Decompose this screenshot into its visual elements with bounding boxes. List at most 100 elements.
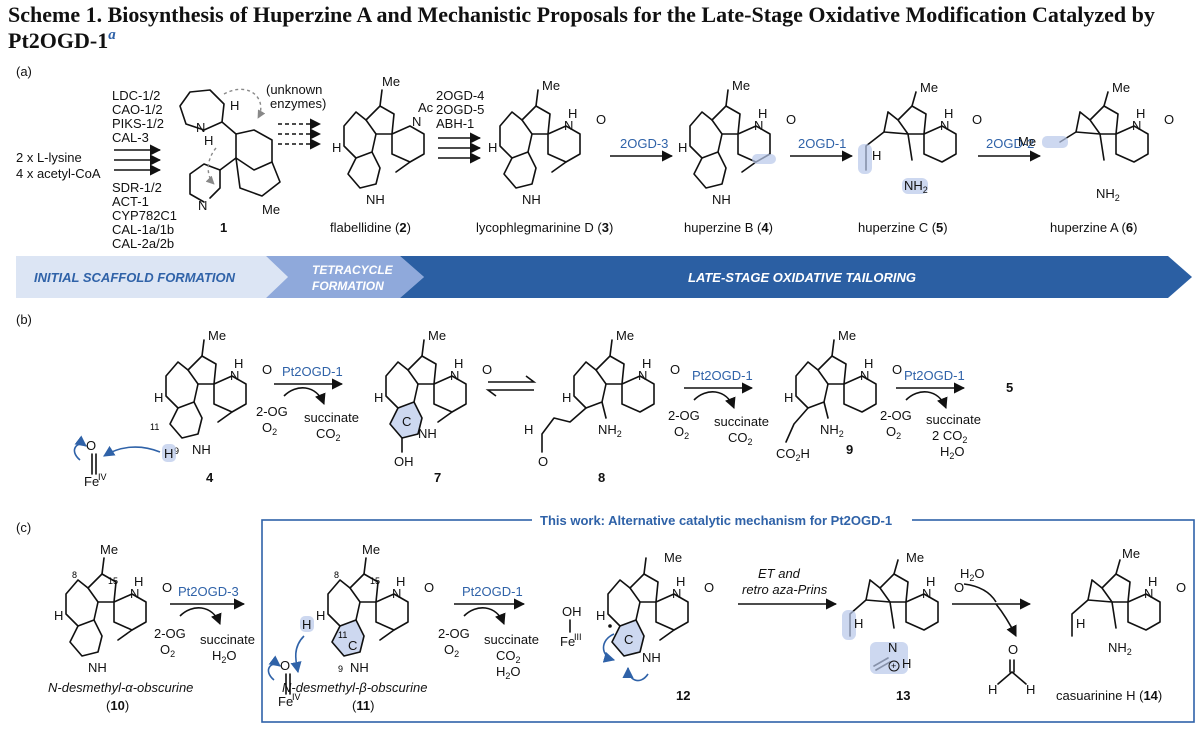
iron-oxidation: IV	[98, 472, 107, 482]
svg-text:2 CO2: 2 CO2	[932, 428, 967, 445]
methyl-label: Me	[732, 78, 750, 93]
positive-charge: +	[891, 661, 896, 671]
et-step-line2: retro aza-Prins	[742, 582, 828, 597]
atom-h: H	[374, 390, 383, 405]
structure-10: H NH H N O Me 8 15	[54, 542, 172, 675]
amine-label: NH2	[598, 422, 622, 439]
atom-o: O	[482, 362, 492, 377]
unknown-enzymes-line1: (unknown	[266, 82, 322, 97]
stage-banner: INITIAL SCAFFOLD FORMATION TETRACYCLE FO…	[16, 256, 1192, 298]
methyl-label: Me	[838, 328, 856, 343]
svg-text:Pt2OGD-1a: Pt2OGD-1a	[8, 27, 116, 53]
ring-c-label: C	[348, 638, 357, 653]
atom-n: N	[940, 118, 949, 133]
enzyme-ldc: LDC-1/2	[112, 88, 160, 103]
atom-h: H	[902, 656, 911, 671]
compound-b5-number: 5	[1006, 380, 1013, 395]
structure-12: H NH H N O Me C	[596, 550, 714, 682]
atom-o: O	[280, 658, 290, 673]
atom-n: N	[196, 120, 205, 135]
hydroxyl-label: OH	[562, 604, 582, 619]
atom-nh: NH	[642, 650, 661, 665]
compound-9-number: 9	[846, 442, 853, 457]
compound-7-number: 7	[434, 470, 441, 485]
stage-tetracycle-bar	[266, 256, 424, 298]
atom-n: N	[672, 586, 681, 601]
enzyme-cal1: CAL-1a/1b	[112, 222, 174, 237]
water-label: H2O	[960, 566, 985, 583]
stage-initial-bar	[16, 256, 288, 298]
stage-tetracycle-text-2: FORMATION	[312, 279, 384, 293]
structure-1: N H H N Me	[179, 88, 281, 217]
iron-label: Fe	[560, 634, 575, 649]
compound-3-label: lycophlegmarinine D (3)	[476, 220, 613, 235]
enzyme-cal2: CAL-2a/2b	[112, 236, 174, 251]
water-step: H2O O H H	[952, 566, 1035, 697]
atom-nh: NH	[366, 192, 385, 207]
compound-6-label: huperzine A (6)	[1050, 220, 1137, 235]
equilibrium-arrows	[485, 375, 537, 397]
atom-n: N	[1132, 118, 1141, 133]
atom-n: N	[754, 118, 763, 133]
atom-o: O	[1164, 112, 1174, 127]
c-enzyme-2: Pt2OGD-1	[462, 584, 523, 599]
atom-h: H	[1148, 574, 1157, 589]
structure-6: Me NH2 H N O Me	[1018, 80, 1174, 203]
atom-h: H	[1136, 106, 1145, 121]
enzyme-cyp: CYP782C1	[112, 208, 177, 223]
atom-h: H	[396, 574, 405, 589]
svg-text:O2: O2	[444, 642, 459, 659]
methyl-label: Me	[1112, 80, 1130, 95]
atom-o: O	[538, 454, 548, 469]
compound-10-name: N-desmethyl-α-obscurine	[48, 680, 193, 695]
atom-h: H	[944, 106, 953, 121]
atom-n: N	[450, 368, 459, 383]
atom-o: O	[954, 580, 964, 595]
atom-h: H	[854, 616, 863, 631]
svg-text:2-OG: 2-OG	[256, 404, 288, 419]
atom-h: H	[926, 574, 935, 589]
svg-text:succinate: succinate	[304, 410, 359, 425]
compound-11-name: N-desmethyl-β-obscurine	[282, 680, 427, 695]
c-enzyme-1: Pt2OGD-3	[178, 584, 239, 599]
atom-h: H	[1076, 616, 1085, 631]
ring-c-label: C	[624, 632, 633, 647]
methyl-label: Me	[616, 328, 634, 343]
structure-13: H N + H H N O Me	[842, 550, 964, 674]
atom-h: H	[596, 608, 605, 623]
atom-o: O	[596, 112, 606, 127]
atom-h: H	[302, 617, 311, 632]
atom-n: N	[230, 368, 239, 383]
structure-2: H NH Ac N Me	[332, 74, 434, 207]
enzyme-sdr: SDR-1/2	[112, 180, 162, 195]
stage-tetracycle-text-1: TETRACYCLE	[312, 263, 394, 277]
methyl-label: Me	[1018, 134, 1036, 149]
atom-h: H	[154, 390, 163, 405]
atom-h: H	[784, 390, 793, 405]
enzyme-2ogd1: 2OGD-1	[798, 136, 846, 151]
this-work-title: This work: Alternative catalytic mechani…	[540, 513, 892, 528]
iron-label: Fe	[278, 694, 293, 709]
compound-b4-number: 4	[206, 470, 214, 485]
structure-9: H NH2 CO2H H N O Me	[776, 328, 902, 463]
compound-12-number: 12	[676, 688, 690, 703]
enzyme-cao: CAO-1/2	[112, 102, 163, 117]
atom-nh: NH	[522, 192, 541, 207]
atom-h: H	[234, 356, 243, 371]
methyl-label: Me	[262, 202, 280, 217]
structure-7: H NH H N O Me C OH	[374, 328, 492, 469]
enzymes-step3: 2OGD-4 2OGD-5 ABH-1	[436, 88, 484, 131]
atom-h: H	[316, 608, 325, 623]
atom-n: N	[1144, 586, 1153, 601]
atom-nh: NH	[350, 660, 369, 675]
enzyme-cal3: CAL-3	[112, 130, 149, 145]
methyl-label: Me	[1122, 546, 1140, 561]
panel-c-label: (c)	[16, 520, 31, 535]
methyl-label: Me	[362, 542, 380, 557]
enzyme-act: ACT-1	[112, 194, 149, 209]
compound-8-number: 8	[598, 470, 605, 485]
atom-n: N	[888, 640, 897, 655]
atom-h: H	[676, 574, 685, 589]
b-enzyme-1: Pt2OGD-1	[282, 364, 343, 379]
methyl-label: Me	[208, 328, 226, 343]
